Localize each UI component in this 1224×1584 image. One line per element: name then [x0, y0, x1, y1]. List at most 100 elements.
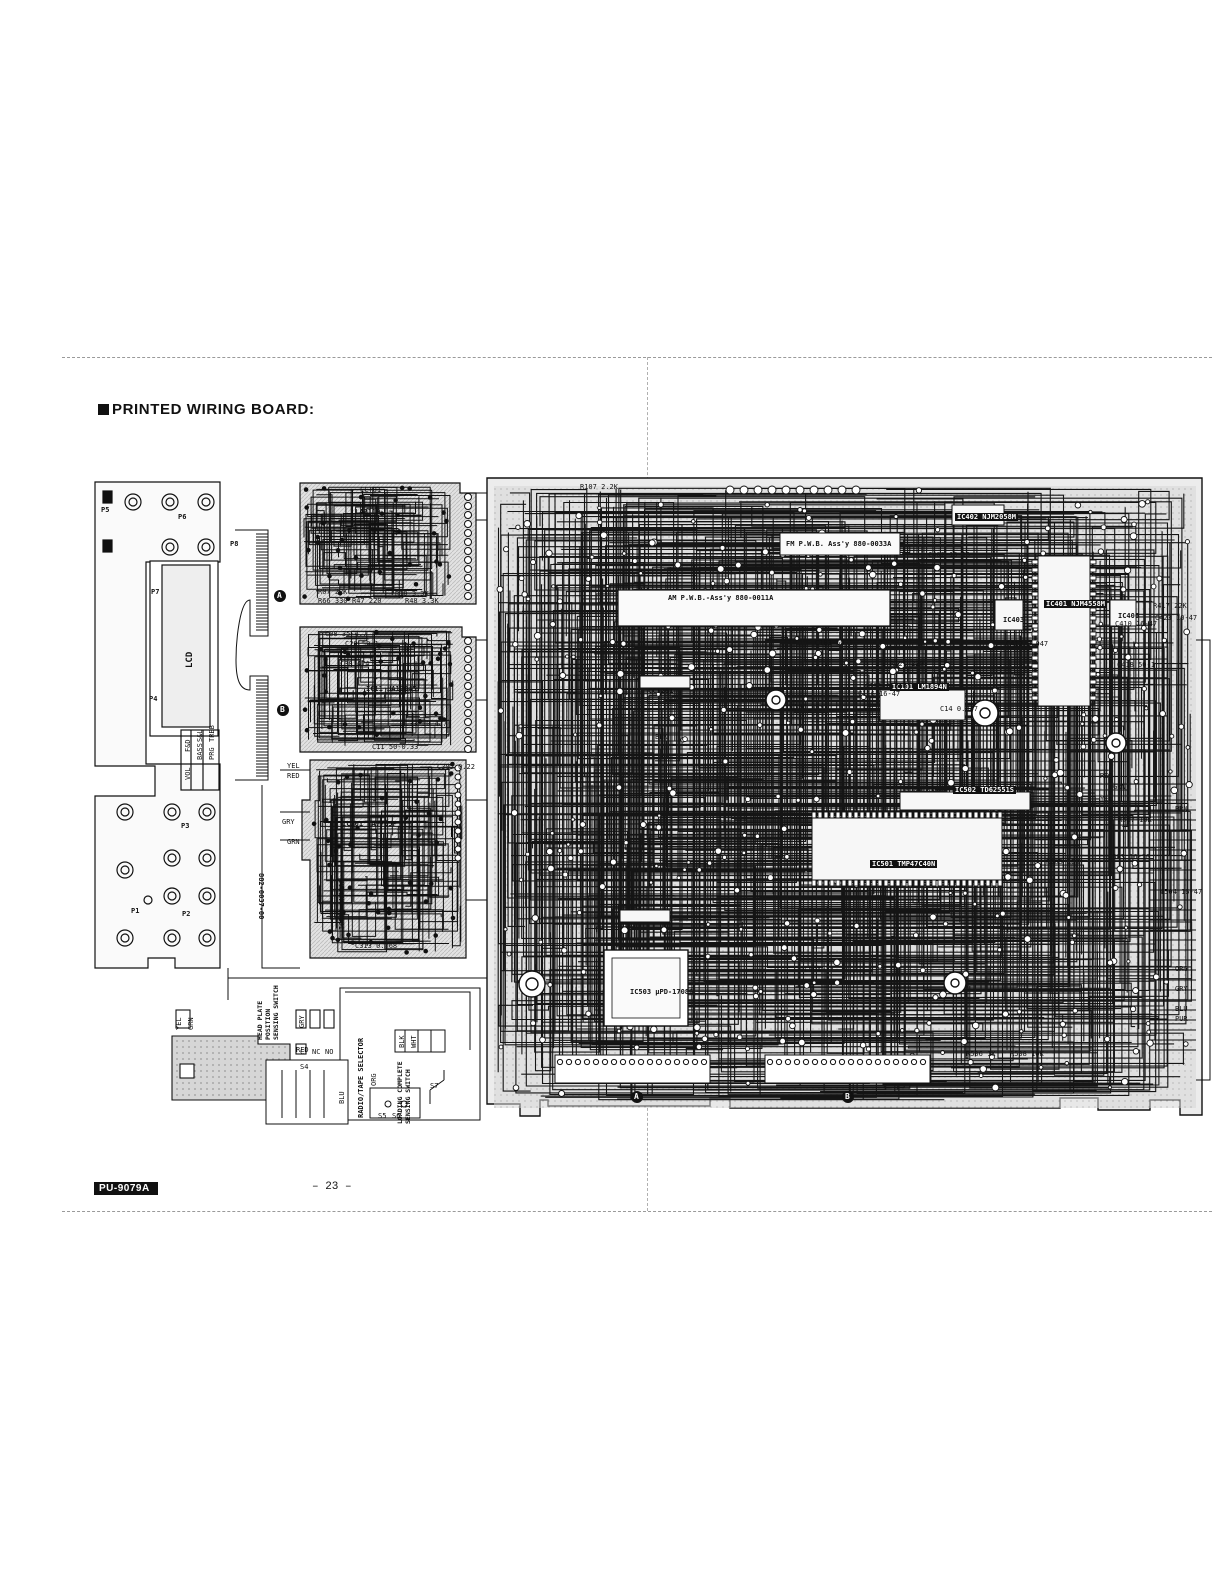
solder-pad — [997, 947, 1003, 953]
solder-pad — [721, 854, 728, 860]
solder-pad — [547, 982, 553, 988]
solder-pad — [695, 1043, 703, 1051]
solder-pad — [894, 961, 902, 969]
comp-c423: C423 10-47 — [1155, 614, 1198, 622]
connector-pin — [682, 1058, 690, 1066]
sub-board-upper — [299, 482, 477, 605]
switch-wire-blk: BLK — [398, 1035, 406, 1048]
solder-pad — [690, 519, 696, 524]
solder-pad — [434, 559, 439, 564]
ic-pin — [1089, 679, 1097, 685]
connector-pin — [583, 1058, 591, 1066]
header-pin — [753, 485, 763, 495]
sub-middle-ic: IC11 HA12045 — [366, 685, 417, 693]
ic-pin — [883, 811, 889, 819]
solder-pad — [657, 813, 662, 818]
solder-pad — [705, 953, 711, 960]
ic504-label: IC504 ?? — [800, 966, 834, 974]
solder-pad — [805, 514, 812, 521]
ic-pin — [913, 811, 919, 819]
solder-pad — [875, 793, 881, 799]
solder-pad — [812, 654, 819, 661]
solder-pad — [1019, 1029, 1024, 1034]
copper-trace — [658, 634, 855, 726]
solder-pad — [1161, 637, 1168, 644]
solder-pad — [666, 785, 673, 792]
ic-pin — [973, 811, 979, 819]
solder-pad — [571, 654, 576, 660]
solder-pad — [789, 1022, 796, 1030]
copper-trace — [323, 489, 433, 570]
solder-pad — [515, 524, 521, 530]
ic-pin — [907, 879, 913, 887]
solder-pad — [378, 659, 384, 664]
solder-pad — [395, 512, 400, 518]
solder-pad — [962, 890, 968, 896]
copper-trace — [596, 926, 1156, 945]
solder-pad — [442, 646, 448, 651]
connector-pin — [619, 1058, 627, 1066]
sub-lower-ic: IC301 TA7705P — [342, 820, 397, 828]
solder-pad — [1107, 752, 1115, 760]
solder-pad — [549, 621, 556, 628]
solder-pad — [448, 885, 454, 891]
ic-pin — [895, 811, 901, 819]
header-pin — [781, 485, 791, 495]
ic-pin — [1089, 615, 1097, 621]
ic-pin — [1031, 591, 1039, 597]
solder-pad — [559, 672, 567, 679]
terminal-pad — [464, 745, 472, 753]
solder-pad — [954, 611, 962, 619]
solder-pad — [713, 1031, 719, 1038]
solder-pad — [426, 811, 432, 817]
solder-pad — [1156, 575, 1163, 582]
button-label-prg: PRG — [208, 747, 216, 760]
solder-pad — [374, 629, 379, 635]
main-wire-blu: BLU — [1175, 1005, 1188, 1013]
solder-pad — [433, 711, 439, 717]
solder-pad — [865, 1046, 872, 1052]
solder-pad — [327, 573, 332, 579]
solder-pad — [875, 1031, 881, 1037]
solder-pad — [763, 666, 772, 674]
solder-pad — [335, 548, 341, 553]
solder-pad — [359, 573, 364, 578]
copper-trace — [663, 568, 1129, 739]
copper-trace — [868, 600, 1152, 953]
connector-pin — [700, 1058, 708, 1066]
ic-pin — [949, 811, 955, 819]
bottom-connector-b — [764, 1054, 931, 1084]
solder-pad — [1178, 723, 1185, 730]
comp-c402: C402 16-10 — [928, 551, 971, 559]
solder-pad — [344, 774, 350, 780]
ic-pin — [1089, 591, 1097, 597]
copper-trace — [1027, 720, 1073, 1028]
copper-trace — [319, 773, 406, 892]
copper-trace — [404, 654, 452, 737]
solder-pad — [585, 1010, 592, 1017]
copper-trace — [662, 764, 966, 908]
solder-pad — [600, 531, 608, 539]
solder-pad — [848, 557, 854, 563]
solder-pad — [1102, 733, 1108, 738]
ic-pin — [835, 879, 841, 887]
solder-pad — [1034, 862, 1042, 869]
copper-trace — [307, 522, 413, 549]
solder-pad — [523, 520, 531, 528]
solder-pad — [1170, 786, 1179, 795]
solder-pad — [932, 598, 938, 603]
solder-pad — [726, 646, 733, 653]
solder-pad — [1146, 1029, 1152, 1035]
sub-lower-label-c305: C305 0.22 — [437, 763, 475, 771]
solder-pad — [722, 758, 729, 765]
header-pin — [823, 485, 833, 495]
solder-pad — [701, 1035, 709, 1043]
ic-pin — [811, 879, 817, 887]
terminal-pad — [464, 709, 472, 717]
copper-trace — [358, 909, 444, 945]
solder-pad — [994, 913, 1000, 919]
copper-trace — [634, 646, 681, 762]
solder-pad — [605, 583, 610, 589]
solder-pad — [623, 840, 629, 846]
switch-nc: NC — [312, 1048, 321, 1056]
